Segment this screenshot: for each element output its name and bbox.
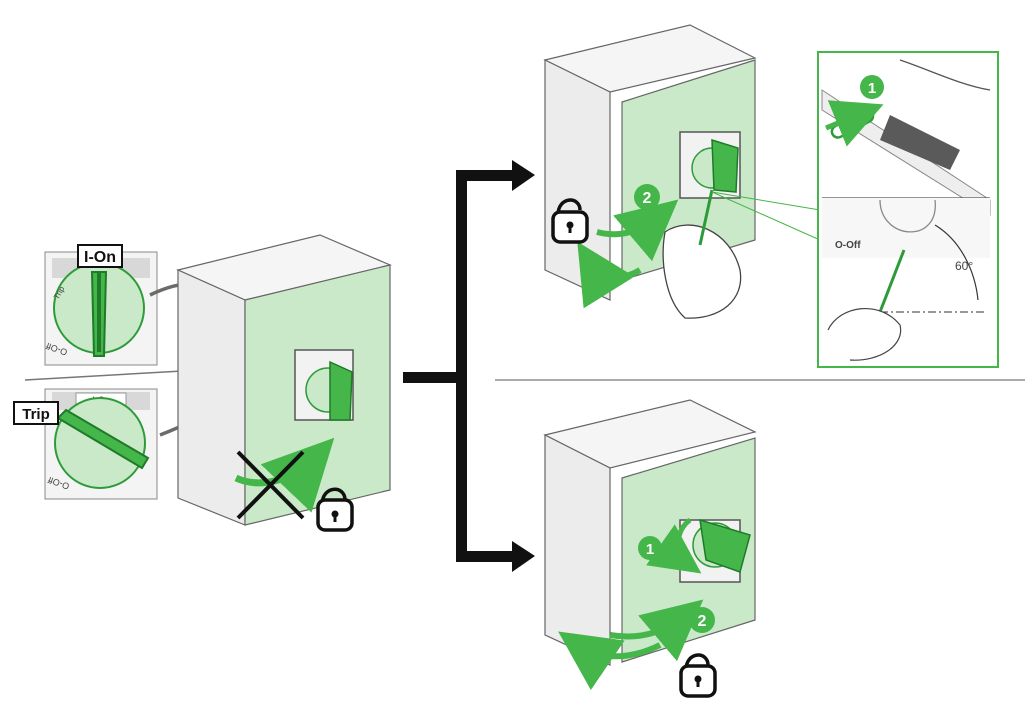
svg-text:1: 1 [646, 541, 654, 558]
rotate-arrow-icon [558, 631, 662, 691]
step-2-badge [689, 607, 715, 633]
rotate-arrow-icon [646, 517, 702, 574]
rotate-arrow-icon [596, 199, 679, 262]
ion-label-box: I-On [77, 244, 123, 268]
step-1-badge [638, 536, 662, 560]
unlocked-padlock-icon [679, 653, 717, 698]
svg-text:2: 2 [643, 190, 652, 207]
trip-label: Trip [22, 406, 50, 423]
unlocked-padlock-icon [551, 198, 589, 244]
separator-line [24, 369, 201, 381]
unlocked-padlock-icon [316, 487, 354, 532]
knob-ion-panel: Trip O-Off [44, 251, 158, 366]
hand-illustration [662, 224, 742, 319]
off-small-label-3: O-Off [835, 240, 861, 251]
step-1-badge [860, 75, 884, 99]
knob-trip-panel: I-On O-Off [44, 388, 158, 500]
detail-inset: 1 O-Off 60° [817, 51, 999, 368]
enclosure-center [176, 234, 392, 532]
insert-arrow-icon [825, 100, 884, 147]
svg-text:1: 1 [868, 80, 876, 97]
knob-handle [56, 408, 150, 470]
trip-label-box: Trip [13, 401, 59, 425]
svg-text:2: 2 [698, 613, 707, 630]
angle-label: 60° [955, 259, 973, 273]
label-plate [880, 115, 960, 170]
ion-label: I-On [84, 249, 116, 266]
rotate-arrow-icon [577, 241, 642, 309]
hand-illustration [827, 307, 902, 361]
flow-arrow-icon [403, 160, 535, 572]
enclosure-bottom: 1 2 [543, 399, 757, 698]
enclosure-top: 2 [543, 24, 821, 319]
step-2-badge [634, 184, 660, 210]
